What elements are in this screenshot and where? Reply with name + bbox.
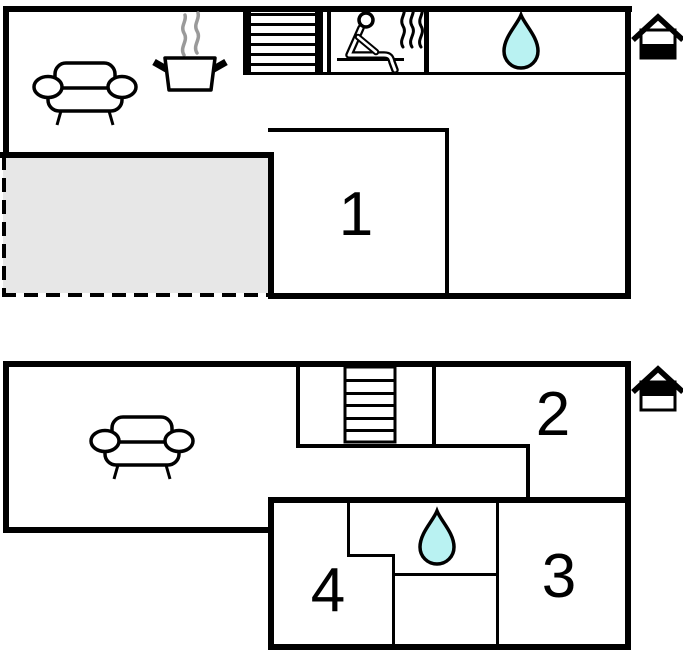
room-label-3: 3 xyxy=(542,542,576,611)
ground-floor-walls xyxy=(0,6,632,299)
cooking-pot-icon xyxy=(152,11,228,92)
terrace-area xyxy=(2,156,270,297)
room-label-2: 2 xyxy=(536,380,570,449)
upper-floor-walls xyxy=(3,361,631,650)
upper-floor-indicator-house-icon xyxy=(631,365,683,412)
ground-floor-indicator-house-icon xyxy=(631,13,683,60)
staircase-icon xyxy=(343,365,397,444)
staircase-icon xyxy=(251,13,315,66)
ground-floor-plan: 1 xyxy=(0,6,683,299)
water-drop-icon xyxy=(502,13,540,70)
sauna-icon xyxy=(337,7,424,74)
sofa-icon xyxy=(89,415,195,481)
water-drop-icon xyxy=(418,509,456,566)
room-label-4: 4 xyxy=(311,556,345,625)
sofa-icon xyxy=(32,61,138,127)
upper-floor-plan: 2 3 4 xyxy=(3,361,683,650)
room-label-1: 1 xyxy=(339,180,373,249)
